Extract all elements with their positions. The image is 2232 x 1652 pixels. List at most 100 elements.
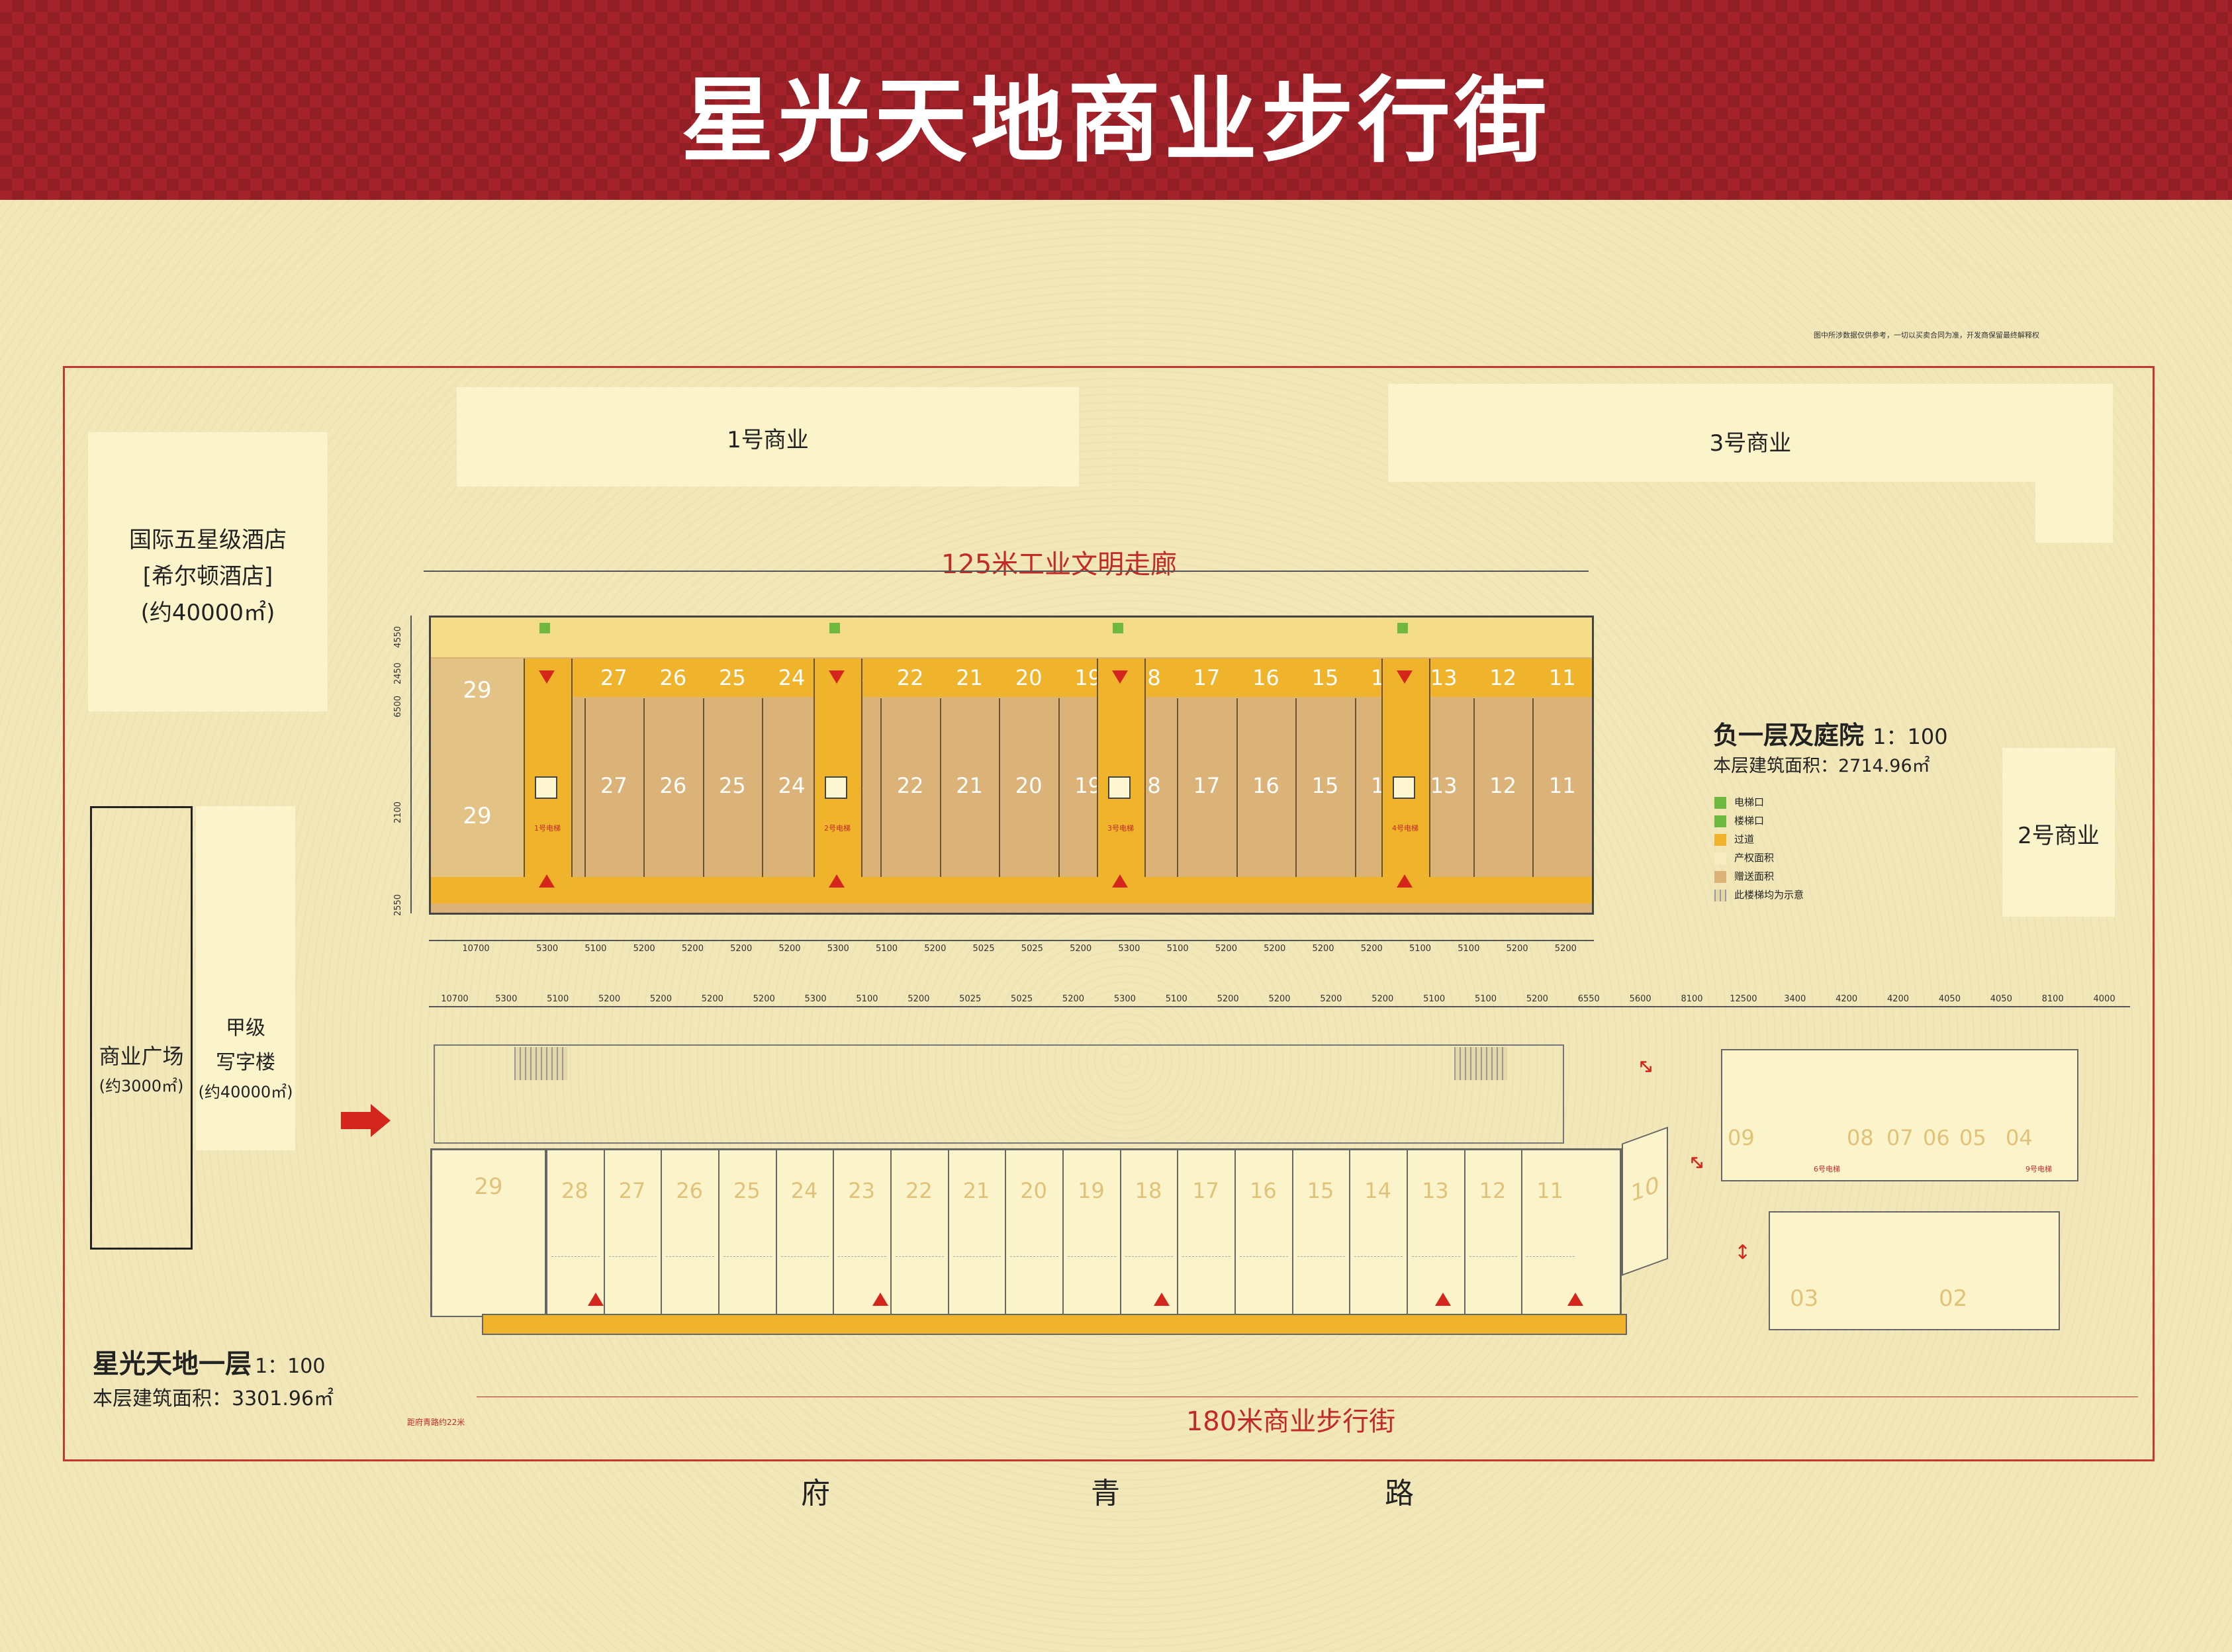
basement-area-value: 2714.96㎡ xyxy=(1838,756,1930,776)
ground-unit xyxy=(1234,1150,1292,1316)
ground-unit-29-label: 29 xyxy=(474,1173,503,1200)
basement-elevator-label: 1号电梯 xyxy=(534,824,561,833)
basement-unit-29: 29 29 xyxy=(431,659,525,877)
basement-plan: 29 29 2828272726262525242423232222212120… xyxy=(429,616,1594,915)
ground-unit-label: 21 xyxy=(962,1178,990,1203)
commercial-1-block: 1号商业 xyxy=(457,387,1079,486)
basement-unit-label-top: 15 xyxy=(1311,665,1339,690)
up-arrow-icon xyxy=(539,874,555,888)
ground-dim-top: 5100 xyxy=(1423,994,1446,1004)
hotel-area: (约40000㎡) xyxy=(140,600,275,626)
ground-unit xyxy=(1349,1150,1407,1316)
basement-unit xyxy=(1532,698,1592,877)
office-area: (约40000㎡) xyxy=(198,1083,293,1101)
ground-dim-top: 5025 xyxy=(959,994,982,1004)
down-arrow-icon xyxy=(1112,670,1128,684)
basement-area-label: 本层建筑面积： xyxy=(1713,756,1838,776)
basement-unit xyxy=(584,698,644,877)
ground-east-unit-label: 08 xyxy=(1847,1125,1874,1150)
legend-stair-note: 此楼梯均为示意 xyxy=(1714,886,1804,904)
ground-unit-info xyxy=(896,1256,944,1295)
ground-unit-info xyxy=(1469,1256,1518,1295)
ground-title: 星光天地一层 xyxy=(93,1349,252,1379)
ground-dim-top: 6550 xyxy=(1577,994,1600,1004)
basement-dim-bottom: 5200 xyxy=(1215,944,1237,954)
basement-unit-label: 26 xyxy=(659,773,687,798)
basement-elevator-passage xyxy=(524,659,573,877)
ground-unit-label: 24 xyxy=(790,1178,818,1203)
basement-dim-bottom: 5100 xyxy=(875,944,898,954)
ground-unit-label: 26 xyxy=(676,1178,704,1203)
basement-north-strip xyxy=(431,618,1592,657)
aisle-swatch xyxy=(1714,833,1726,846)
commercial-3-block-ext xyxy=(2035,480,2113,543)
basement-dim-left-3: 6500 xyxy=(393,695,404,718)
ground-unit xyxy=(1177,1150,1234,1316)
ground-dim-top: 4000 xyxy=(2093,994,2116,1004)
basement-unit-29-label: 29 xyxy=(463,803,492,829)
office-grade: 甲级 xyxy=(226,1017,265,1040)
ground-unit-label: 27 xyxy=(618,1178,646,1203)
ground-unit xyxy=(1005,1150,1062,1316)
elevator-icon xyxy=(1393,776,1415,799)
basement-dim-bottom: 5200 xyxy=(1506,944,1528,954)
basement-area: 本层建筑面积：2714.96㎡ xyxy=(1713,751,1930,777)
basement-unit-label: 22 xyxy=(896,773,924,798)
ground-dim-top: 5200 xyxy=(1217,994,1239,1004)
ground-stair-1 xyxy=(514,1047,567,1080)
ground-dim-top: 5300 xyxy=(1113,994,1136,1004)
ground-unit-label: 13 xyxy=(1421,1178,1449,1203)
disclaimer-text: 图中所涉数据仅供参考，一切以买卖合同为准，开发商保留最终解释权 xyxy=(1814,331,2039,340)
ground-diag-arrow-3: ↕ xyxy=(1734,1241,1751,1264)
basement-dim-bottom: 5200 xyxy=(778,944,801,954)
ground-unit-info xyxy=(1010,1256,1058,1295)
ground-unit-label: 20 xyxy=(1020,1178,1048,1203)
ground-unit-info xyxy=(723,1256,772,1295)
basement-dim-bottom: 5200 xyxy=(1070,944,1092,954)
basement-elevator-passage xyxy=(1381,659,1430,877)
gift-swatch xyxy=(1714,870,1726,883)
basement-dim-bottom: 5100 xyxy=(584,944,607,954)
down-arrow-icon xyxy=(1397,670,1413,684)
corridor-label: 125米工业文明走廊 xyxy=(941,549,1178,580)
basement-unit xyxy=(1236,698,1296,877)
ground-east-elevator-label: 6号电梯 xyxy=(1814,1165,1840,1173)
basement-unit xyxy=(999,698,1058,877)
up-arrow-icon xyxy=(872,1293,888,1306)
road-distance-note: 距府青路约22米 xyxy=(407,1418,465,1427)
basement-unit-label: 20 xyxy=(1015,773,1043,798)
basement-unit-label-top: 13 xyxy=(1430,665,1458,690)
basement-unit-label-top: 12 xyxy=(1489,665,1516,690)
up-arrow-icon xyxy=(1154,1293,1170,1306)
down-arrow-icon xyxy=(829,670,845,684)
basement-unit-label: 13 xyxy=(1430,773,1458,798)
legend-stairs: 楼梯口 xyxy=(1714,811,1804,830)
ground-unit xyxy=(1464,1150,1522,1316)
basement-unit-label: 25 xyxy=(719,773,746,798)
plaza-name: 商业广场 xyxy=(99,1044,184,1069)
ground-unit-info xyxy=(1354,1256,1403,1295)
ground-unit xyxy=(546,1150,604,1316)
ground-unit-label: 28 xyxy=(561,1178,588,1203)
basement-dim-left-5: 2550 xyxy=(393,894,404,917)
basement-dim-bottom: 5300 xyxy=(1118,944,1140,954)
basement-dim-left-1: 4550 xyxy=(393,625,404,649)
ground-dim-top: 5300 xyxy=(495,994,518,1004)
basement-unit-label: 24 xyxy=(778,773,806,798)
ground-front-corridor xyxy=(482,1314,1627,1335)
basement-unit-label: 15 xyxy=(1311,773,1339,798)
elevator-legend-icon xyxy=(829,623,840,633)
up-arrow-icon xyxy=(829,874,845,888)
office-name: 写字楼 xyxy=(216,1051,275,1074)
ground-dim-top: 5200 xyxy=(701,994,723,1004)
basement-unit-label: 12 xyxy=(1489,773,1516,798)
ground-unit-03-label: 03 xyxy=(1790,1285,1819,1312)
hotel-name: 国际五星级酒店 xyxy=(129,527,287,553)
basement-unit xyxy=(939,698,1000,877)
basement-unit xyxy=(1473,698,1533,877)
basement-unit xyxy=(643,698,703,877)
ground-unit-label: 22 xyxy=(905,1178,933,1203)
commercial-3-block: 3号商业 xyxy=(1388,384,2113,482)
entrance-arrow-shaft xyxy=(341,1112,371,1129)
road-char-3: 路 xyxy=(1385,1477,1414,1510)
